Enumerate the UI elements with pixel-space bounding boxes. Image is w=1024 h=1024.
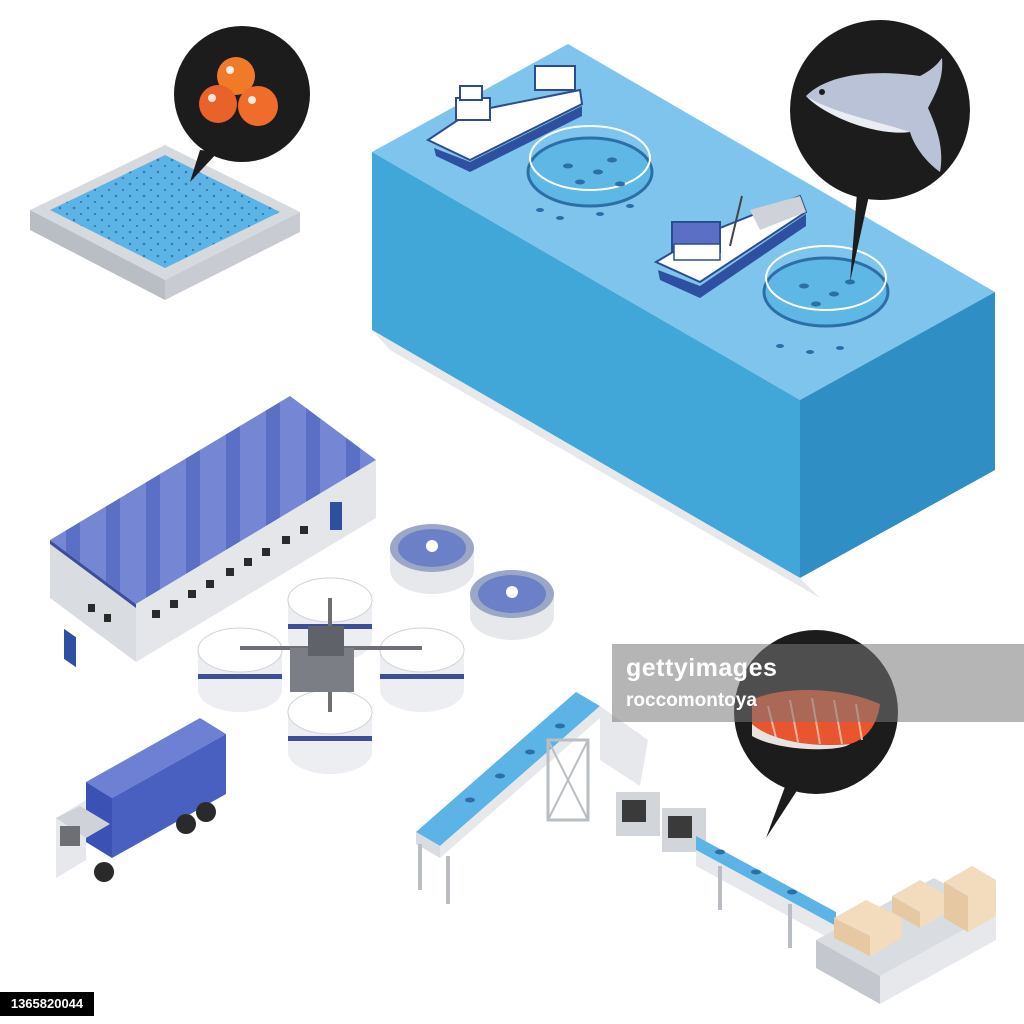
clarifier-1: [390, 524, 474, 594]
water-treatment-tanks: [197, 524, 554, 774]
clarifier-2: [470, 570, 554, 640]
wild-fish: [536, 204, 844, 354]
hatchery-pool: [30, 145, 300, 300]
processing-conveyor: [416, 692, 996, 1004]
processing-warehouse: [50, 396, 376, 668]
fish-eggs-bubble: [174, 26, 310, 182]
fishing-boat-1: [425, 65, 584, 172]
fishing-boat-2: [653, 194, 808, 298]
fish-pen-2: [762, 245, 890, 328]
shipping-boxes: [834, 866, 996, 956]
warehouse-windows: [88, 526, 308, 622]
delivery-truck: [56, 718, 226, 882]
tank-left: [197, 627, 283, 712]
warehouse-door: [64, 628, 76, 668]
fish-pen-1: [526, 125, 654, 208]
fish-eggs-icon: [199, 57, 278, 126]
watermark-credit: roccomontoya: [626, 690, 757, 711]
image-id-label: 1365820044: [0, 992, 94, 1016]
watermark-brand: gettyimages: [626, 654, 778, 682]
tank-right: [379, 627, 465, 712]
watermark-banner: gettyimages roccomontoya: [612, 644, 1024, 722]
pump-hub: [240, 598, 422, 712]
salmon-bubble: [790, 20, 970, 282]
salmon-icon: [806, 58, 943, 172]
